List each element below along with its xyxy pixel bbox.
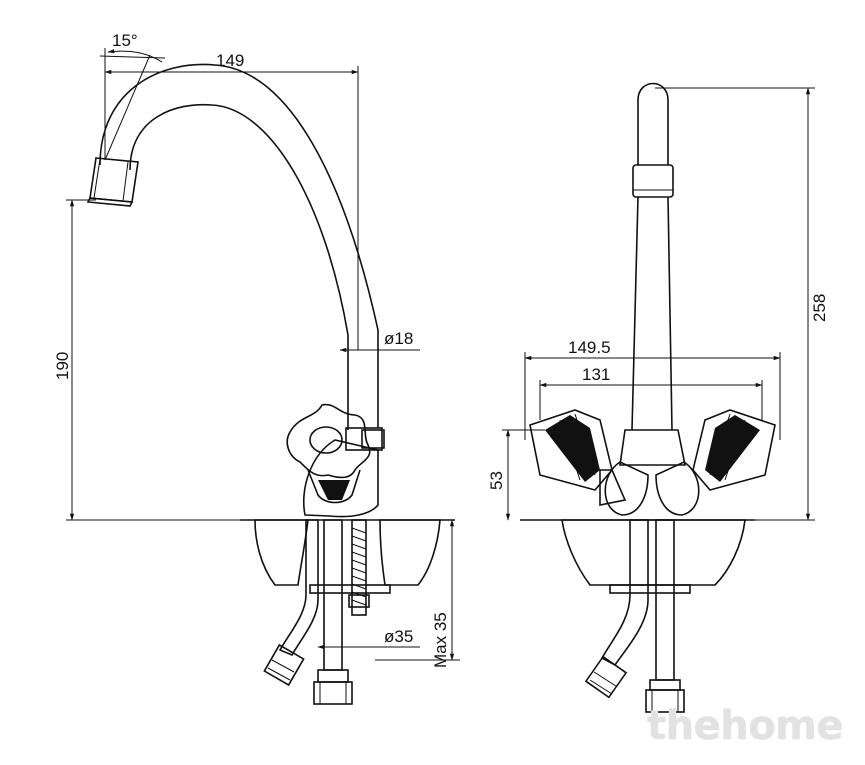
left-lobe [604, 461, 649, 516]
hose-fitting-front-right [645, 679, 685, 713]
max-thread-label: Max 35 [431, 612, 450, 668]
angle-label: 15° [112, 31, 138, 50]
aerator-nozzle [86, 157, 139, 207]
overall-width-label: 149.5 [568, 338, 611, 357]
left-valve [529, 409, 627, 506]
front-view: 258 149.5 131 53 [487, 82, 829, 713]
tap-body [303, 439, 379, 518]
total-height-label: 258 [810, 294, 829, 322]
hose-fitting-left [263, 643, 305, 687]
mounting-plate [309, 584, 391, 594]
hose-left [278, 519, 319, 657]
hose-fitting-front-left [584, 655, 628, 699]
hose-fitting-right [313, 669, 353, 705]
pipe-lower [631, 196, 673, 431]
pipe-top [637, 82, 669, 165]
pipe-diameter-label: ø18 [384, 329, 413, 348]
nut [348, 594, 370, 608]
spout-inner [129, 103, 349, 430]
hose-front-right [655, 519, 675, 681]
threaded-stud [351, 519, 367, 616]
watermark-logo: thehome [647, 703, 844, 749]
center-hub [619, 429, 686, 466]
pipe-collar [345, 427, 383, 451]
side-view: 15° 149 190 ø18 ø35 Max 35 [53, 31, 460, 705]
spout-height-label: 190 [53, 352, 72, 380]
handle-spacing-label: 131 [582, 365, 610, 384]
right-valve [692, 409, 776, 491]
side-handle [286, 403, 371, 504]
pipe-coupling [632, 164, 674, 198]
spout-outer [99, 63, 379, 428]
spout-reach-label: 149 [216, 51, 244, 70]
right-lobe [655, 461, 700, 516]
countertop-right [379, 519, 441, 586]
countertop-front [561, 519, 746, 586]
thread-diameter-label: ø35 [384, 627, 413, 646]
mounting-plate-front [609, 584, 691, 594]
handle-height-label: 53 [487, 471, 506, 490]
countertop-left [254, 519, 309, 586]
